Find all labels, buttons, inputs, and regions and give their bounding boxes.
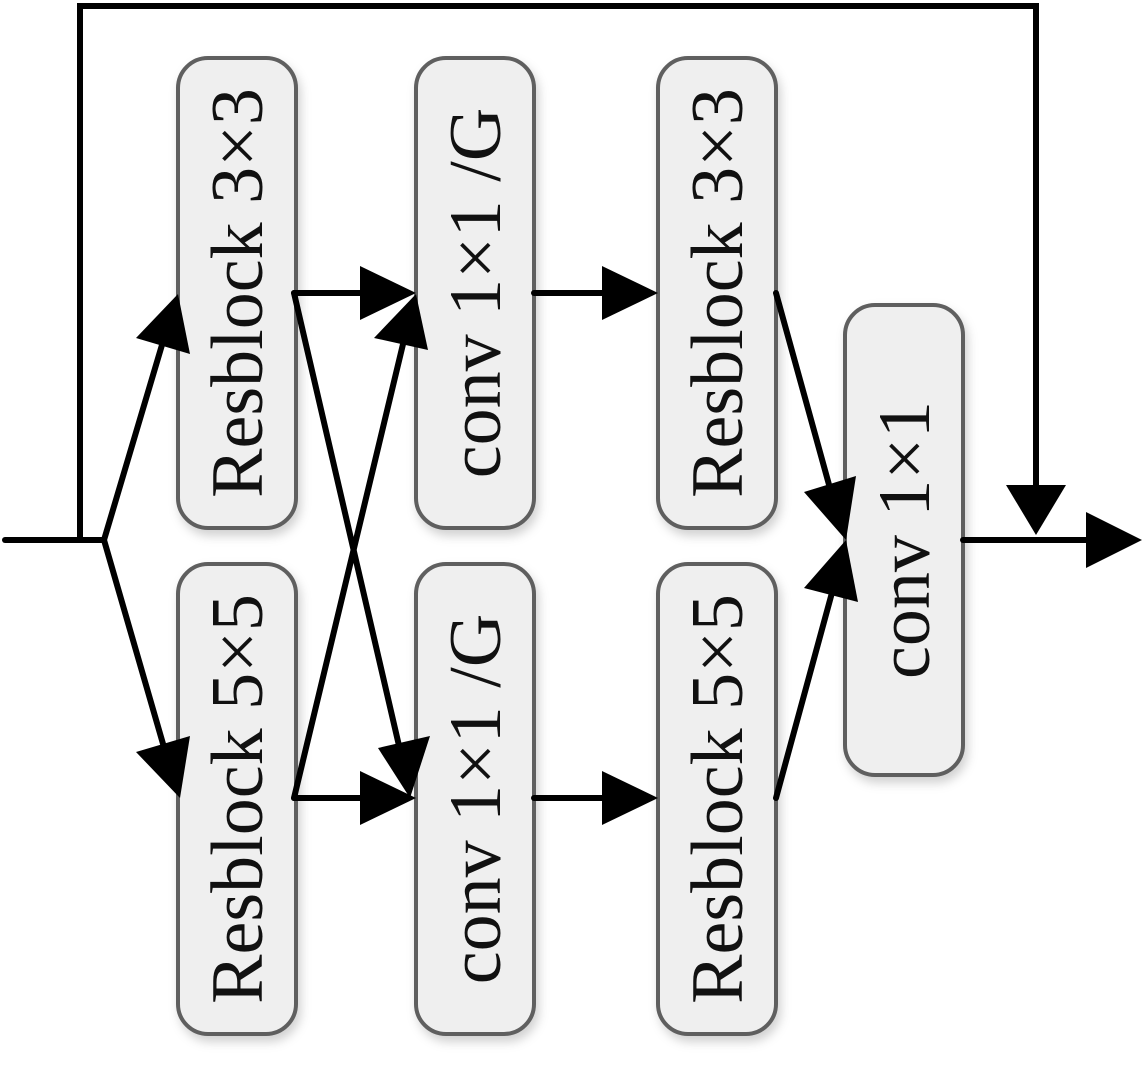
node-resblock-5x5-bottom-2-label: Resblock 5×5 <box>677 594 759 1004</box>
node-conv-1x1-g-bottom-label: conv 1×1 /G <box>435 614 517 985</box>
node-resblock-3x3-top-label: Resblock 3×3 <box>197 88 279 498</box>
node-resblock-3x3-top-2-label: Resblock 3×3 <box>677 88 759 498</box>
arrowhead-conv-g-bottom-to-resblock-5x5-2 <box>602 771 658 825</box>
arrowhead-skip-connection <box>1006 485 1066 535</box>
node-resblock-3x3-top: Resblock 3×3 <box>176 56 298 530</box>
arrowhead-resblock-5x5-to-conv-g-top <box>374 294 428 350</box>
node-conv-1x1-g-bottom: conv 1×1 /G <box>414 562 536 1036</box>
node-resblock-5x5-bottom-2: Resblock 5×5 <box>656 562 778 1036</box>
arrowhead-input-to-resblock-3x3 <box>136 294 190 354</box>
arrowhead-resblock-3x3-to-conv-g-top <box>360 266 416 320</box>
node-conv-1x1-output: conv 1×1 <box>843 303 965 777</box>
arrowhead-resblock-3x3-2-to-conv-out <box>804 476 856 540</box>
node-conv-1x1-output-label: conv 1×1 <box>864 401 946 679</box>
edge-input-to-resblock-3x3 <box>101 315 173 543</box>
arrowhead-resblock-5x5-to-conv-g-bottom <box>360 771 416 825</box>
node-resblock-5x5-bottom-label: Resblock 5×5 <box>197 594 279 1004</box>
edge-resblock-3x3-2-to-conv-out <box>773 290 839 513</box>
arrowhead-resblock-5x5-2-to-conv-out <box>804 540 858 602</box>
edge-resblock-3x3-to-conv-g-bottom <box>291 290 403 753</box>
arrowhead-output <box>1086 512 1142 568</box>
node-resblock-5x5-bottom: Resblock 5×5 <box>176 562 298 1036</box>
edge-skip-connection <box>77 3 1039 543</box>
arrowhead-conv-g-top-to-resblock-3x3-2 <box>602 266 658 320</box>
node-conv-1x1-g-top: conv 1×1 /G <box>414 56 536 530</box>
node-conv-1x1-g-top-label: conv 1×1 /G <box>435 108 517 479</box>
arrowhead-resblock-3x3-to-conv-g-bottom <box>378 736 430 798</box>
edge-resblock-5x5-2-to-conv-out <box>773 575 839 801</box>
node-resblock-3x3-top-2: Resblock 3×3 <box>656 56 778 530</box>
edge-resblock-5x5-to-conv-g-top <box>291 337 407 801</box>
arrowhead-input-to-resblock-5x5 <box>136 736 190 798</box>
edge-input-to-resblock-5x5 <box>101 537 173 771</box>
